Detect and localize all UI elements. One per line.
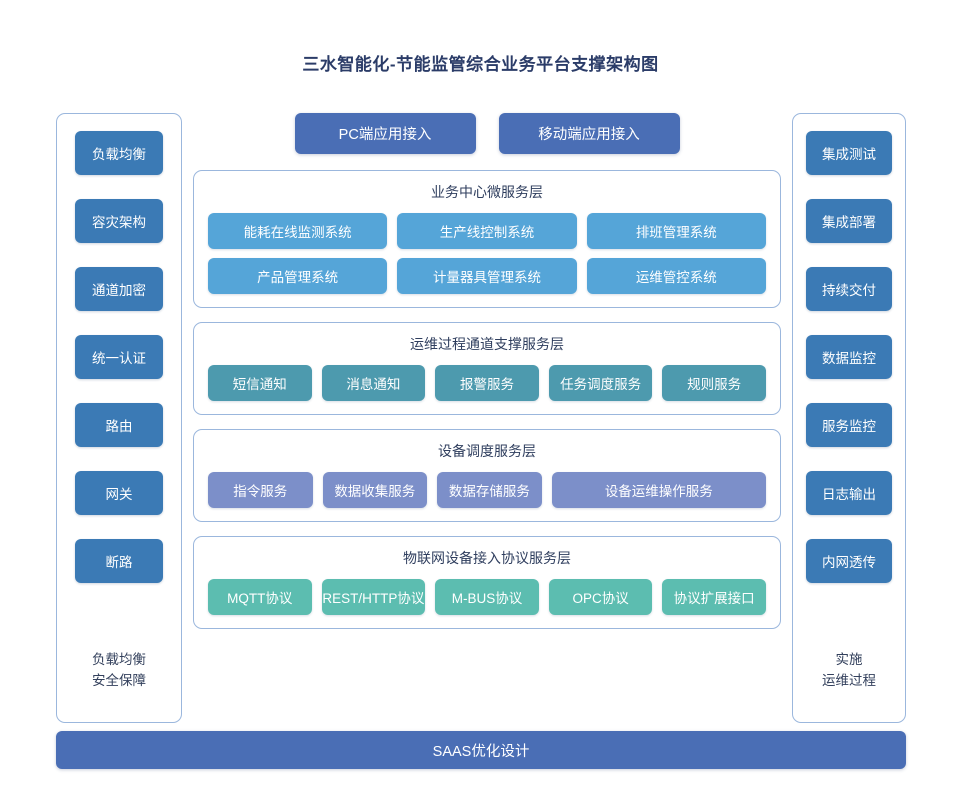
service-task-scheduling[interactable]: 任务调度服务 [548,365,653,401]
service-data-collection[interactable]: 数据收集服务 [322,472,428,508]
layer-row: 短信通知 消息通知 报警服务 任务调度服务 规则服务 [208,365,766,401]
service-metering-device-management[interactable]: 计量器具管理系统 [397,258,577,294]
protocol-opc[interactable]: OPC协议 [548,579,653,615]
layer-row: 产品管理系统 计量器具管理系统 运维管控系统 [208,258,766,294]
sidebar-item-service-monitoring[interactable]: 服务监控 [806,403,892,447]
layer-ops-channel-support: 运维过程通道支撑服务层 短信通知 消息通知 报警服务 任务调度服务 规则服务 [193,322,781,415]
sidebar-item-circuit-breaker[interactable]: 断路 [75,539,163,583]
left-sidebar-footer-line2: 安全保障 [92,673,146,689]
right-sidebar-footer: 实施 运维过程 [822,649,876,710]
service-shift-management[interactable]: 排班管理系统 [586,213,766,249]
protocol-extension-interface[interactable]: 协议扩展接口 [662,579,766,615]
service-energy-monitoring[interactable]: 能耗在线监测系统 [208,213,388,249]
access-button-row: PC端应用接入 移动端应用接入 [193,113,781,154]
left-sidebar-panel: 负载均衡 容灾架构 通道加密 统一认证 路由 网关 断路 负载均衡 安全保障 [56,113,182,723]
service-rules[interactable]: 规则服务 [662,365,766,401]
layer-row: 指令服务 数据收集服务 数据存储服务 设备运维操作服务 [208,472,766,508]
left-sidebar-footer-line1: 负载均衡 [92,651,146,667]
left-sidebar-footer: 负载均衡 安全保障 [92,649,146,710]
layer-device-scheduling: 设备调度服务层 指令服务 数据收集服务 数据存储服务 设备运维操作服务 [193,429,781,522]
layer-title-iot: 物联网设备接入协议服务层 [403,550,571,566]
sidebar-item-channel-encryption[interactable]: 通道加密 [75,267,163,311]
saas-optimization-bar[interactable]: SAAS优化设计 [56,731,906,769]
service-data-storage[interactable]: 数据存储服务 [437,472,542,508]
layer-iot-protocol: 物联网设备接入协议服务层 MQTT协议 REST/HTTP协议 M-BUS协议 … [193,536,781,629]
right-sidebar-footer-line1: 实施 [835,651,863,667]
sidebar-item-load-balance[interactable]: 负载均衡 [75,131,163,175]
sidebar-item-integration-test[interactable]: 集成测试 [806,131,892,175]
protocol-rest-http[interactable]: REST/HTTP协议 [321,579,426,615]
protocol-mbus[interactable]: M-BUS协议 [435,579,539,615]
mobile-access-button[interactable]: 移动端应用接入 [498,113,680,154]
service-device-ops-operation[interactable]: 设备运维操作服务 [551,472,766,508]
sidebar-item-routing[interactable]: 路由 [75,403,163,447]
service-alarm[interactable]: 报警服务 [435,365,539,401]
sidebar-item-continuous-delivery[interactable]: 持续交付 [806,267,892,311]
sidebar-item-log-output[interactable]: 日志输出 [806,471,892,515]
layer-title-ops: 运维过程通道支撑服务层 [410,336,564,352]
sidebar-item-unified-auth[interactable]: 统一认证 [75,335,163,379]
pc-access-button[interactable]: PC端应用接入 [294,113,476,154]
right-sidebar-footer-line2: 运维过程 [822,673,876,689]
layer-title-device: 设备调度服务层 [438,443,536,459]
protocol-mqtt[interactable]: MQTT协议 [208,579,312,615]
layer-row: 能耗在线监测系统 生产线控制系统 排班管理系统 [208,213,766,249]
right-sidebar-panel: 集成测试 集成部署 持续交付 数据监控 服务监控 日志输出 内网透传 实施 运维… [792,113,906,723]
center-column: PC端应用接入 移动端应用接入 业务中心微服务层 能耗在线监测系统 生产线控制系… [193,113,781,723]
service-message-notification[interactable]: 消息通知 [321,365,426,401]
sidebar-item-integration-deploy[interactable]: 集成部署 [806,199,892,243]
page-title: 三水智能化-节能监管综合业务平台支撑架构图 [302,55,659,74]
service-sms-notification[interactable]: 短信通知 [208,365,312,401]
sidebar-item-gateway[interactable]: 网关 [75,471,163,515]
service-command[interactable]: 指令服务 [208,472,313,508]
sidebar-item-intranet-tunneling[interactable]: 内网透传 [806,539,892,583]
service-product-management[interactable]: 产品管理系统 [208,258,388,294]
sidebar-item-data-monitoring[interactable]: 数据监控 [806,335,892,379]
sidebar-item-disaster-recovery[interactable]: 容灾架构 [75,199,163,243]
layer-business-microservice: 业务中心微服务层 能耗在线监测系统 生产线控制系统 排班管理系统 产品管理系统 … [193,170,781,308]
service-production-line-control[interactable]: 生产线控制系统 [397,213,577,249]
service-ops-control[interactable]: 运维管控系统 [586,258,766,294]
layer-title-business: 业务中心微服务层 [431,184,543,200]
architecture-diagram: 负载均衡 容灾架构 通道加密 统一认证 路由 网关 断路 负载均衡 安全保障 P… [56,113,906,723]
layer-row: MQTT协议 REST/HTTP协议 M-BUS协议 OPC协议 协议扩展接口 [208,579,766,615]
